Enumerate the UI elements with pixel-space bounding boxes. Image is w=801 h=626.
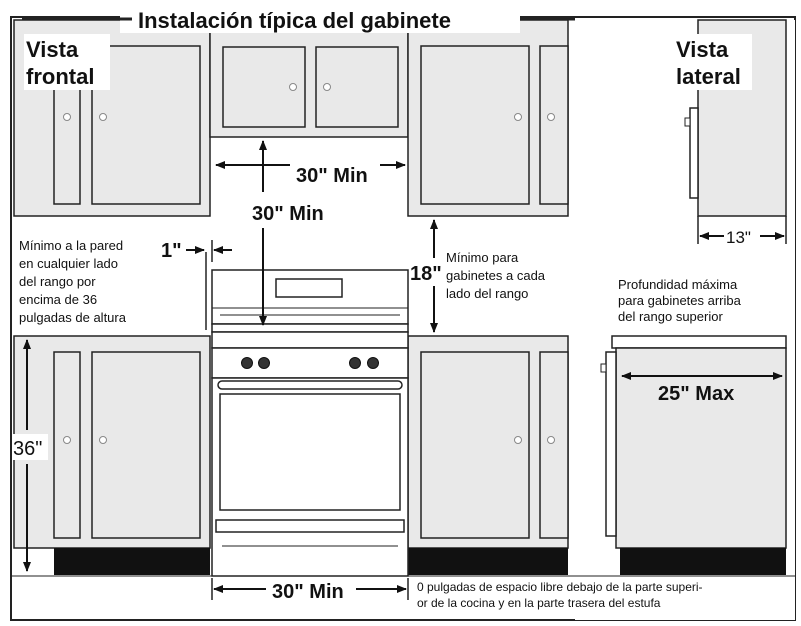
side-view-label-line1: Vista [676,37,729,62]
wall-gap-dimension: 1" [161,240,182,262]
wall-min-note-line1: Mínimo a la pared [19,238,123,253]
side-upper-depth-dimension: 13" [726,228,751,247]
wall-min-note-line3: del rango por [19,274,96,289]
diagram-title: Instalación típica del gabinete [138,8,451,33]
max-depth-note-line3: del rango superior [618,309,723,324]
max-depth-note-line2: para gabinetes arriba [618,293,742,308]
min-cabinets-note-line1: Mínimo para [446,250,519,265]
range-width-dimension: 30" Min [272,581,344,603]
side-view-label-line2: lateral [676,64,741,89]
wall-min-note-line4: encima de 36 [19,292,97,307]
bottom-clearance-note-line2: or de la cocina y en la parte trasera de… [417,596,661,610]
base-cabinet-left [13,335,211,575]
wall-min-note-line5: pulgadas de altura [19,310,127,325]
base-cabinet-right [407,335,569,575]
wall-min-note-line2: en cualquier lado [19,256,118,271]
max-depth-dimension: 25" Max [658,383,734,405]
side-base-cabinet [600,335,787,575]
upper-cabinet-above-range [209,19,409,138]
range-stove [211,269,409,577]
front-view-label-line1: Vista [26,37,79,62]
upper-height-dimension: 18" [410,263,442,285]
upper-gap-width-dimension: 30" Min [296,165,368,187]
min-cabinets-note-line3: lado del rango [446,286,528,301]
upper-cabinet-right [407,19,569,217]
min-cabinets-note-line2: gabinetes a cada [446,268,546,283]
front-view-label-line2: frontal [26,64,94,89]
bottom-clearance-note-line1: 0 pulgadas de espacio libre debajo de la… [417,580,703,594]
range-to-upper-dimension: 30" Min [252,203,324,225]
max-depth-note-line1: Profundidad máxima [618,277,738,292]
base-height-dimension: 36" [13,438,42,460]
